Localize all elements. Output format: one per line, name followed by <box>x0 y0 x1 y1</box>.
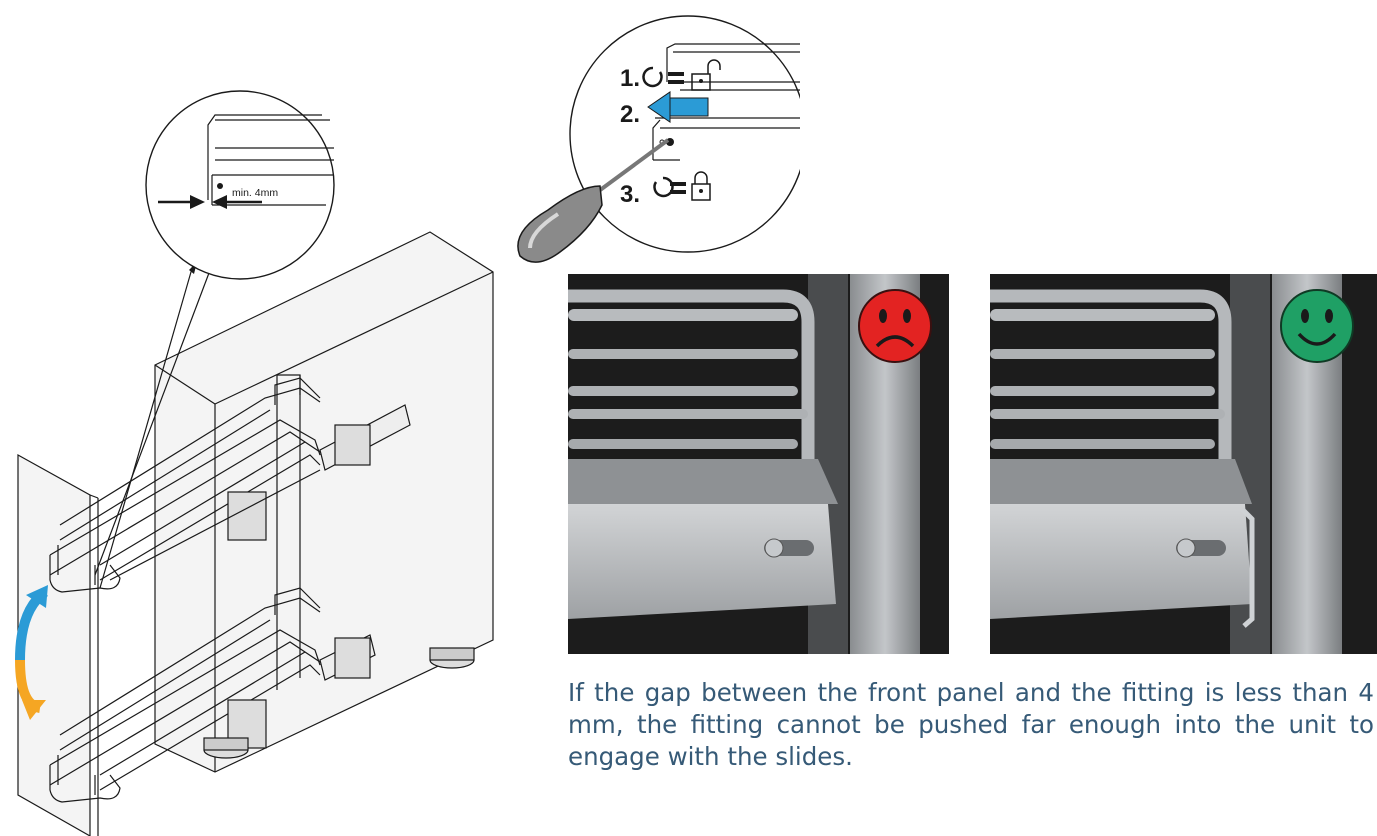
front-panel <box>17 453 91 836</box>
screwdriver-icon <box>517 138 670 263</box>
arrow-left-icon <box>212 195 227 209</box>
rotate-clockwise-icon <box>653 176 674 198</box>
step-1-label: 1. <box>620 65 640 92</box>
lock-steps-callout: 1. 2. 3. <box>517 15 800 263</box>
instruction-caption: If the gap between the front panel and t… <box>568 678 1374 771</box>
detail-callout: min. 4mm <box>145 90 335 280</box>
sad-face-icon <box>858 289 932 363</box>
step-3-label: 3. <box>620 181 640 208</box>
unlocked-icon <box>691 59 721 91</box>
smiley-face-icon <box>1280 289 1354 363</box>
upper-basket <box>49 377 411 593</box>
gap-label: min. 4mm <box>232 187 278 199</box>
step-2-label: 2. <box>620 101 640 128</box>
locked-icon <box>691 171 711 201</box>
cabinet-pullout-diagram: min. 4mm <box>15 90 494 836</box>
incorrect-fitting-photo <box>568 274 949 654</box>
arrow-right-icon <box>190 195 205 209</box>
rotate-counterclockwise-icon <box>642 66 663 88</box>
correct-fitting-photo <box>990 274 1377 654</box>
cabinet-side-panel <box>154 231 494 773</box>
push-arrow-icon <box>647 91 709 123</box>
